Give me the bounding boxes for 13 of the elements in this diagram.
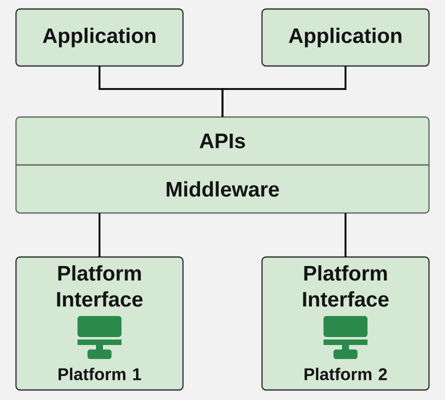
node-label: Platform 1 [58, 368, 142, 380]
rounded-box: Application [15, 8, 184, 67]
node-label: Platform 2 [304, 368, 387, 380]
layer-band: Middleware [15, 164, 430, 214]
rounded-box: Platform Interface Platform 2 [261, 256, 430, 391]
rounded-box: Application [261, 8, 430, 67]
layer-band: APIs [15, 116, 430, 166]
connector-line [344, 213, 346, 257]
rounded-box: Platform Interface Platform 1 [15, 256, 184, 391]
node-label: Platform Interface [57, 265, 143, 307]
connector-line [222, 66, 346, 117]
connector-line [98, 213, 100, 257]
node-label: Platform Interface [303, 265, 389, 307]
